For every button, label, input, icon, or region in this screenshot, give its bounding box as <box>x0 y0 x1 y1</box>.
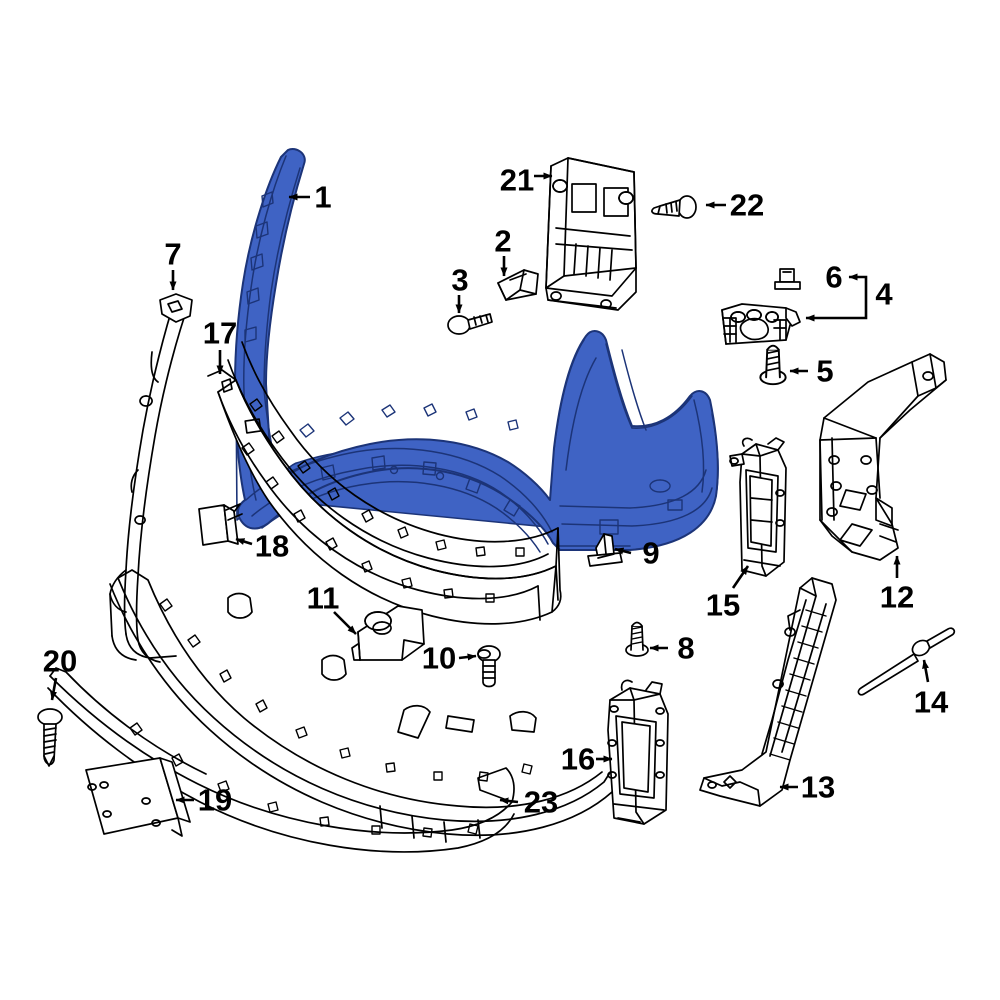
callout-number-8[interactable]: 8 <box>677 630 695 666</box>
part-14-rivet-pin[interactable] <box>857 627 956 696</box>
part-13-right-side-bracket[interactable] <box>699 577 837 807</box>
part-5-mounting-screw[interactable] <box>759 344 787 386</box>
part-23-lower-bumper-reinforcement[interactable] <box>47 667 515 853</box>
callout-number-14[interactable]: 14 <box>913 684 949 720</box>
part-10-hex-flange-bolt[interactable] <box>477 645 501 688</box>
callout-number-22[interactable]: 22 <box>729 187 765 223</box>
part-11-tow-hook-cover-bracket[interactable] <box>109 569 627 837</box>
leader-18 <box>235 537 253 546</box>
part-7-left-bumper-cover-support[interactable] <box>109 293 193 663</box>
leader-4 <box>805 294 868 322</box>
part-12-right-headlamp-mounting-bracket[interactable] <box>819 353 947 561</box>
callout-number-23[interactable]: 23 <box>523 784 559 820</box>
part-9-retainer-clip[interactable] <box>587 533 623 567</box>
callout-number-18[interactable]: 18 <box>254 528 290 564</box>
callout-number-15[interactable]: 15 <box>705 587 741 623</box>
part-2-bumper-cover-wedge-clip[interactable] <box>497 269 539 301</box>
callout-number-3[interactable]: 3 <box>451 262 469 298</box>
callout-number-9[interactable]: 9 <box>642 535 660 571</box>
callout-number-17[interactable]: 17 <box>202 315 238 351</box>
callout-number-21[interactable]: 21 <box>499 162 535 198</box>
leader-9 <box>614 547 632 555</box>
callout-number-4[interactable]: 4 <box>875 276 893 312</box>
leader-11 <box>333 611 357 635</box>
callout-number-6[interactable]: 6 <box>825 259 843 295</box>
part-3-push-pin-retainer[interactable] <box>447 313 493 335</box>
part-1-front-bumper-cover[interactable] <box>234 148 719 553</box>
callout-number-12[interactable]: 12 <box>879 579 915 615</box>
part-22-flange-head-bolt[interactable] <box>651 195 697 219</box>
leader-14 <box>922 659 930 683</box>
callout-number-16[interactable]: 16 <box>560 741 596 777</box>
part-16-air-guide-bracket[interactable] <box>607 679 669 825</box>
part-15-lower-side-support-bracket[interactable] <box>729 437 787 577</box>
leader-10 <box>458 653 477 661</box>
callout-number-7[interactable]: 7 <box>164 236 182 272</box>
callout-number-5[interactable]: 5 <box>816 353 834 389</box>
callout-number-20[interactable]: 20 <box>42 643 78 679</box>
part-4-bracket-assembly[interactable] <box>721 303 801 345</box>
part-6-grommet-nut[interactable] <box>774 268 801 290</box>
callout-number-19[interactable]: 19 <box>197 782 233 818</box>
part-17-upper-grille[interactable] <box>207 341 562 625</box>
part-21-center-support-bracket[interactable] <box>545 157 637 311</box>
tow-bracket-block[interactable] <box>351 605 425 661</box>
leader-20 <box>50 677 58 701</box>
callout-number-10[interactable]: 10 <box>421 640 457 676</box>
part-8-mounting-screw-small[interactable] <box>625 621 649 657</box>
leader-15 <box>731 565 750 589</box>
callout-number-11[interactable]: 11 <box>306 580 340 616</box>
part-19-license-plate-bracket[interactable] <box>85 757 191 837</box>
callout-number-2[interactable]: 2 <box>494 223 512 259</box>
part-20-license-plate-screw[interactable] <box>37 708 63 767</box>
part-18-sensor-cap-cover[interactable] <box>198 503 243 546</box>
callout-number-13[interactable]: 13 <box>800 769 836 805</box>
leader-23 <box>499 797 519 805</box>
leader-6 <box>848 273 868 294</box>
callout-number-1[interactable]: 1 <box>314 179 332 215</box>
